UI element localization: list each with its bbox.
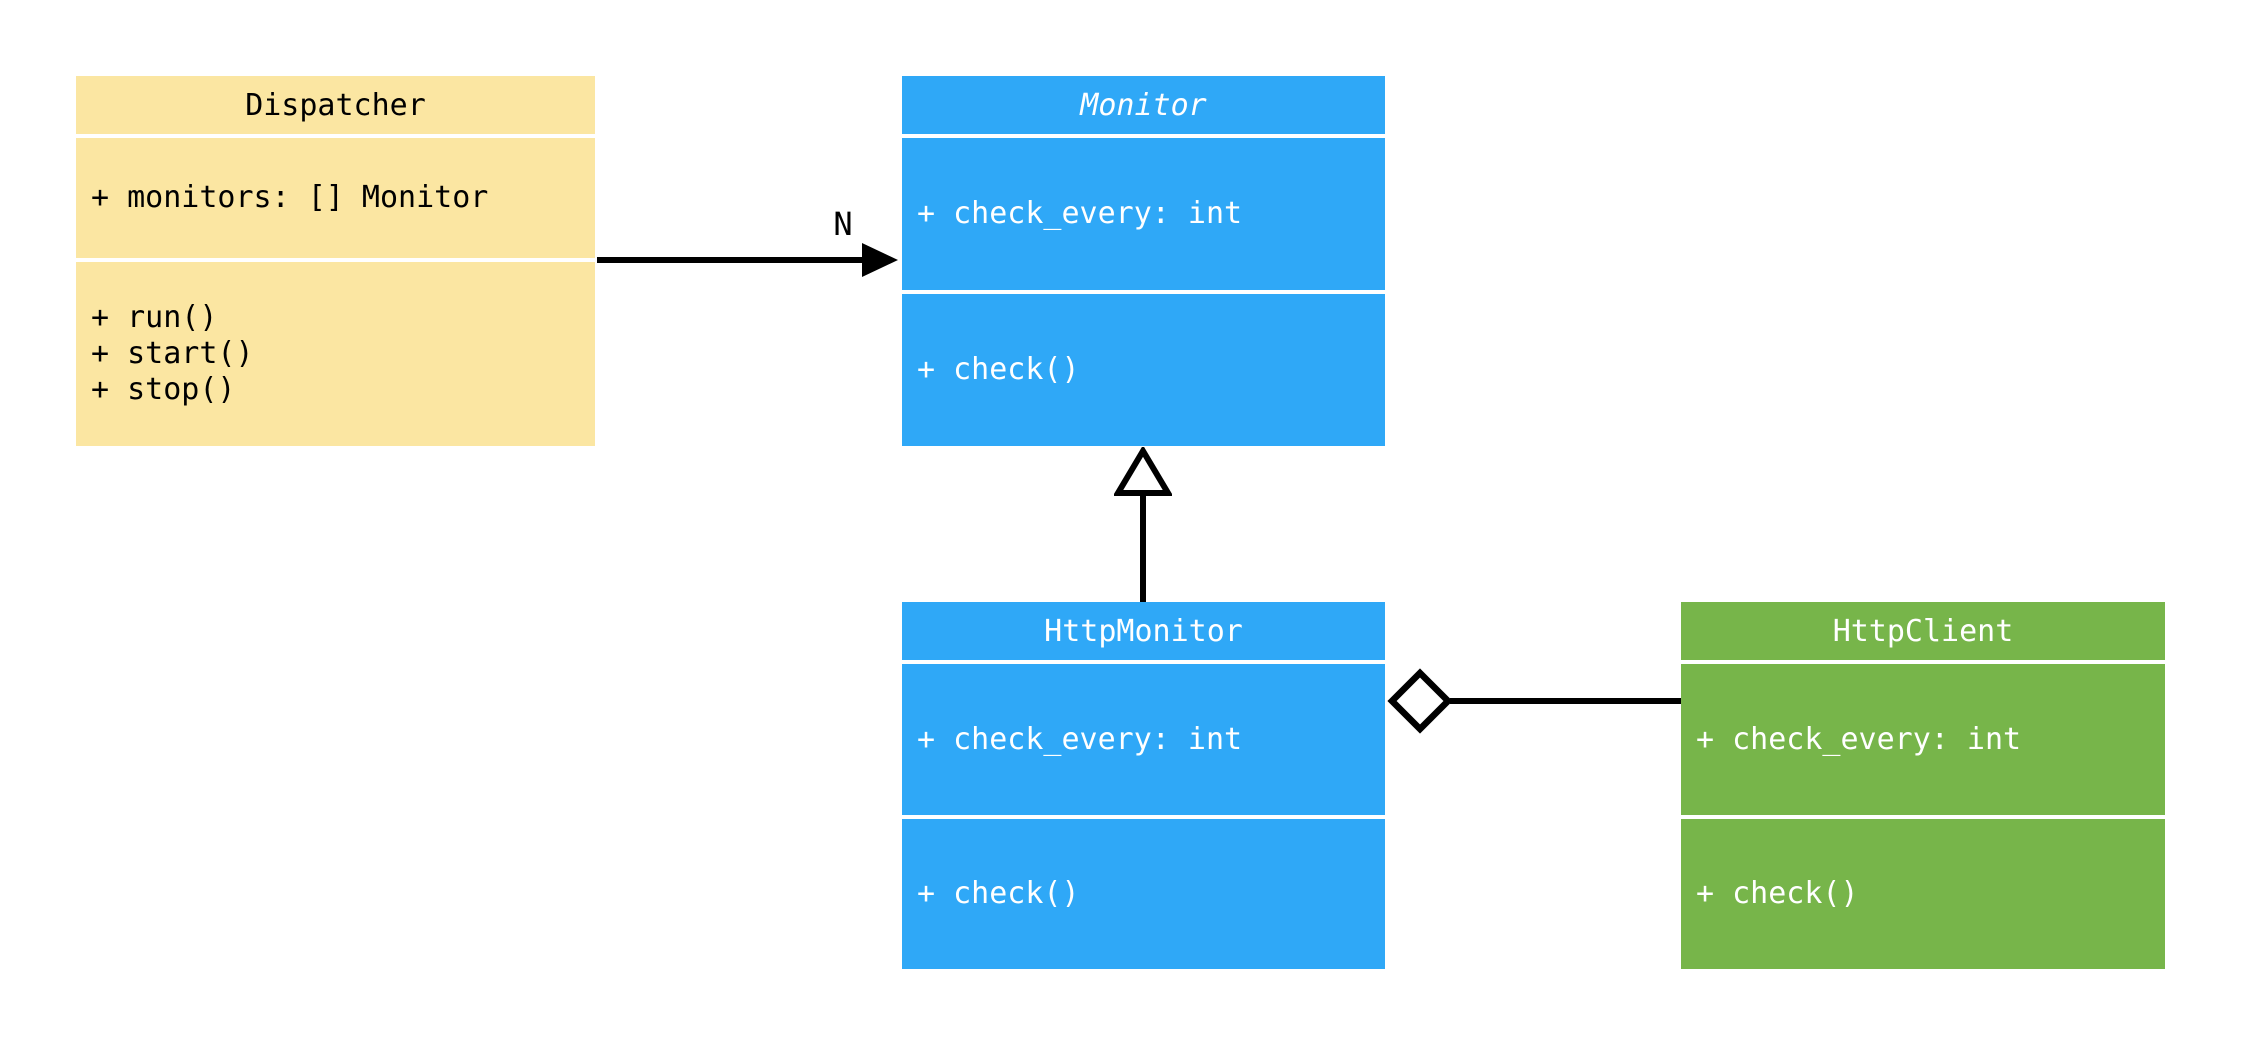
method-line: + check(): [917, 352, 1080, 387]
method-line: + run(): [91, 300, 218, 335]
attribute-line: + check_every: int: [1696, 721, 2022, 757]
class-title-httpclient: HttpClient: [1681, 602, 2165, 660]
class-title-monitor: Monitor: [902, 76, 1385, 134]
class-attributes-httpmonitor: + check_every: int: [902, 664, 1385, 815]
method-line: + check(): [917, 876, 1080, 911]
method-line: + start(): [91, 336, 254, 371]
class-box-httpclient: HttpClient + check_every: int + check(): [1681, 602, 2165, 969]
association-multiplicity-label: N: [833, 205, 853, 243]
aggregation-diamond-icon: [1387, 668, 1453, 734]
inheritance-line: [1140, 493, 1146, 602]
class-methods-httpmonitor: + check(): [902, 819, 1385, 969]
method-line: + stop(): [91, 372, 236, 407]
class-title-httpmonitor: HttpMonitor: [902, 602, 1385, 660]
class-box-dispatcher: Dispatcher + monitors: [] Monitor + run(…: [76, 76, 595, 446]
class-attributes-httpclient: + check_every: int: [1681, 664, 2165, 815]
attribute-line: + check_every: int: [917, 196, 1243, 231]
aggregation-line: [1450, 698, 1681, 704]
method-line: + check(): [1696, 876, 1859, 911]
class-title-dispatcher: Dispatcher: [76, 76, 595, 134]
attribute-line: + monitors: [] Monitor: [91, 180, 489, 215]
inheritance-triangle-icon: [1114, 447, 1172, 496]
attribute-line: + check_every: int: [917, 721, 1243, 757]
association-line: [597, 257, 863, 263]
class-attributes-dispatcher: + monitors: [] Monitor: [76, 138, 595, 258]
class-methods-monitor: + check(): [902, 294, 1385, 446]
class-methods-httpclient: + check(): [1681, 819, 2165, 969]
class-attributes-monitor: + check_every: int: [902, 138, 1385, 290]
association-arrowhead-icon: [862, 243, 898, 277]
class-box-monitor: Monitor + check_every: int + check(): [902, 76, 1385, 446]
class-box-httpmonitor: HttpMonitor + check_every: int + check(): [902, 602, 1385, 969]
class-methods-dispatcher: + run() + start() + stop(): [76, 262, 595, 446]
